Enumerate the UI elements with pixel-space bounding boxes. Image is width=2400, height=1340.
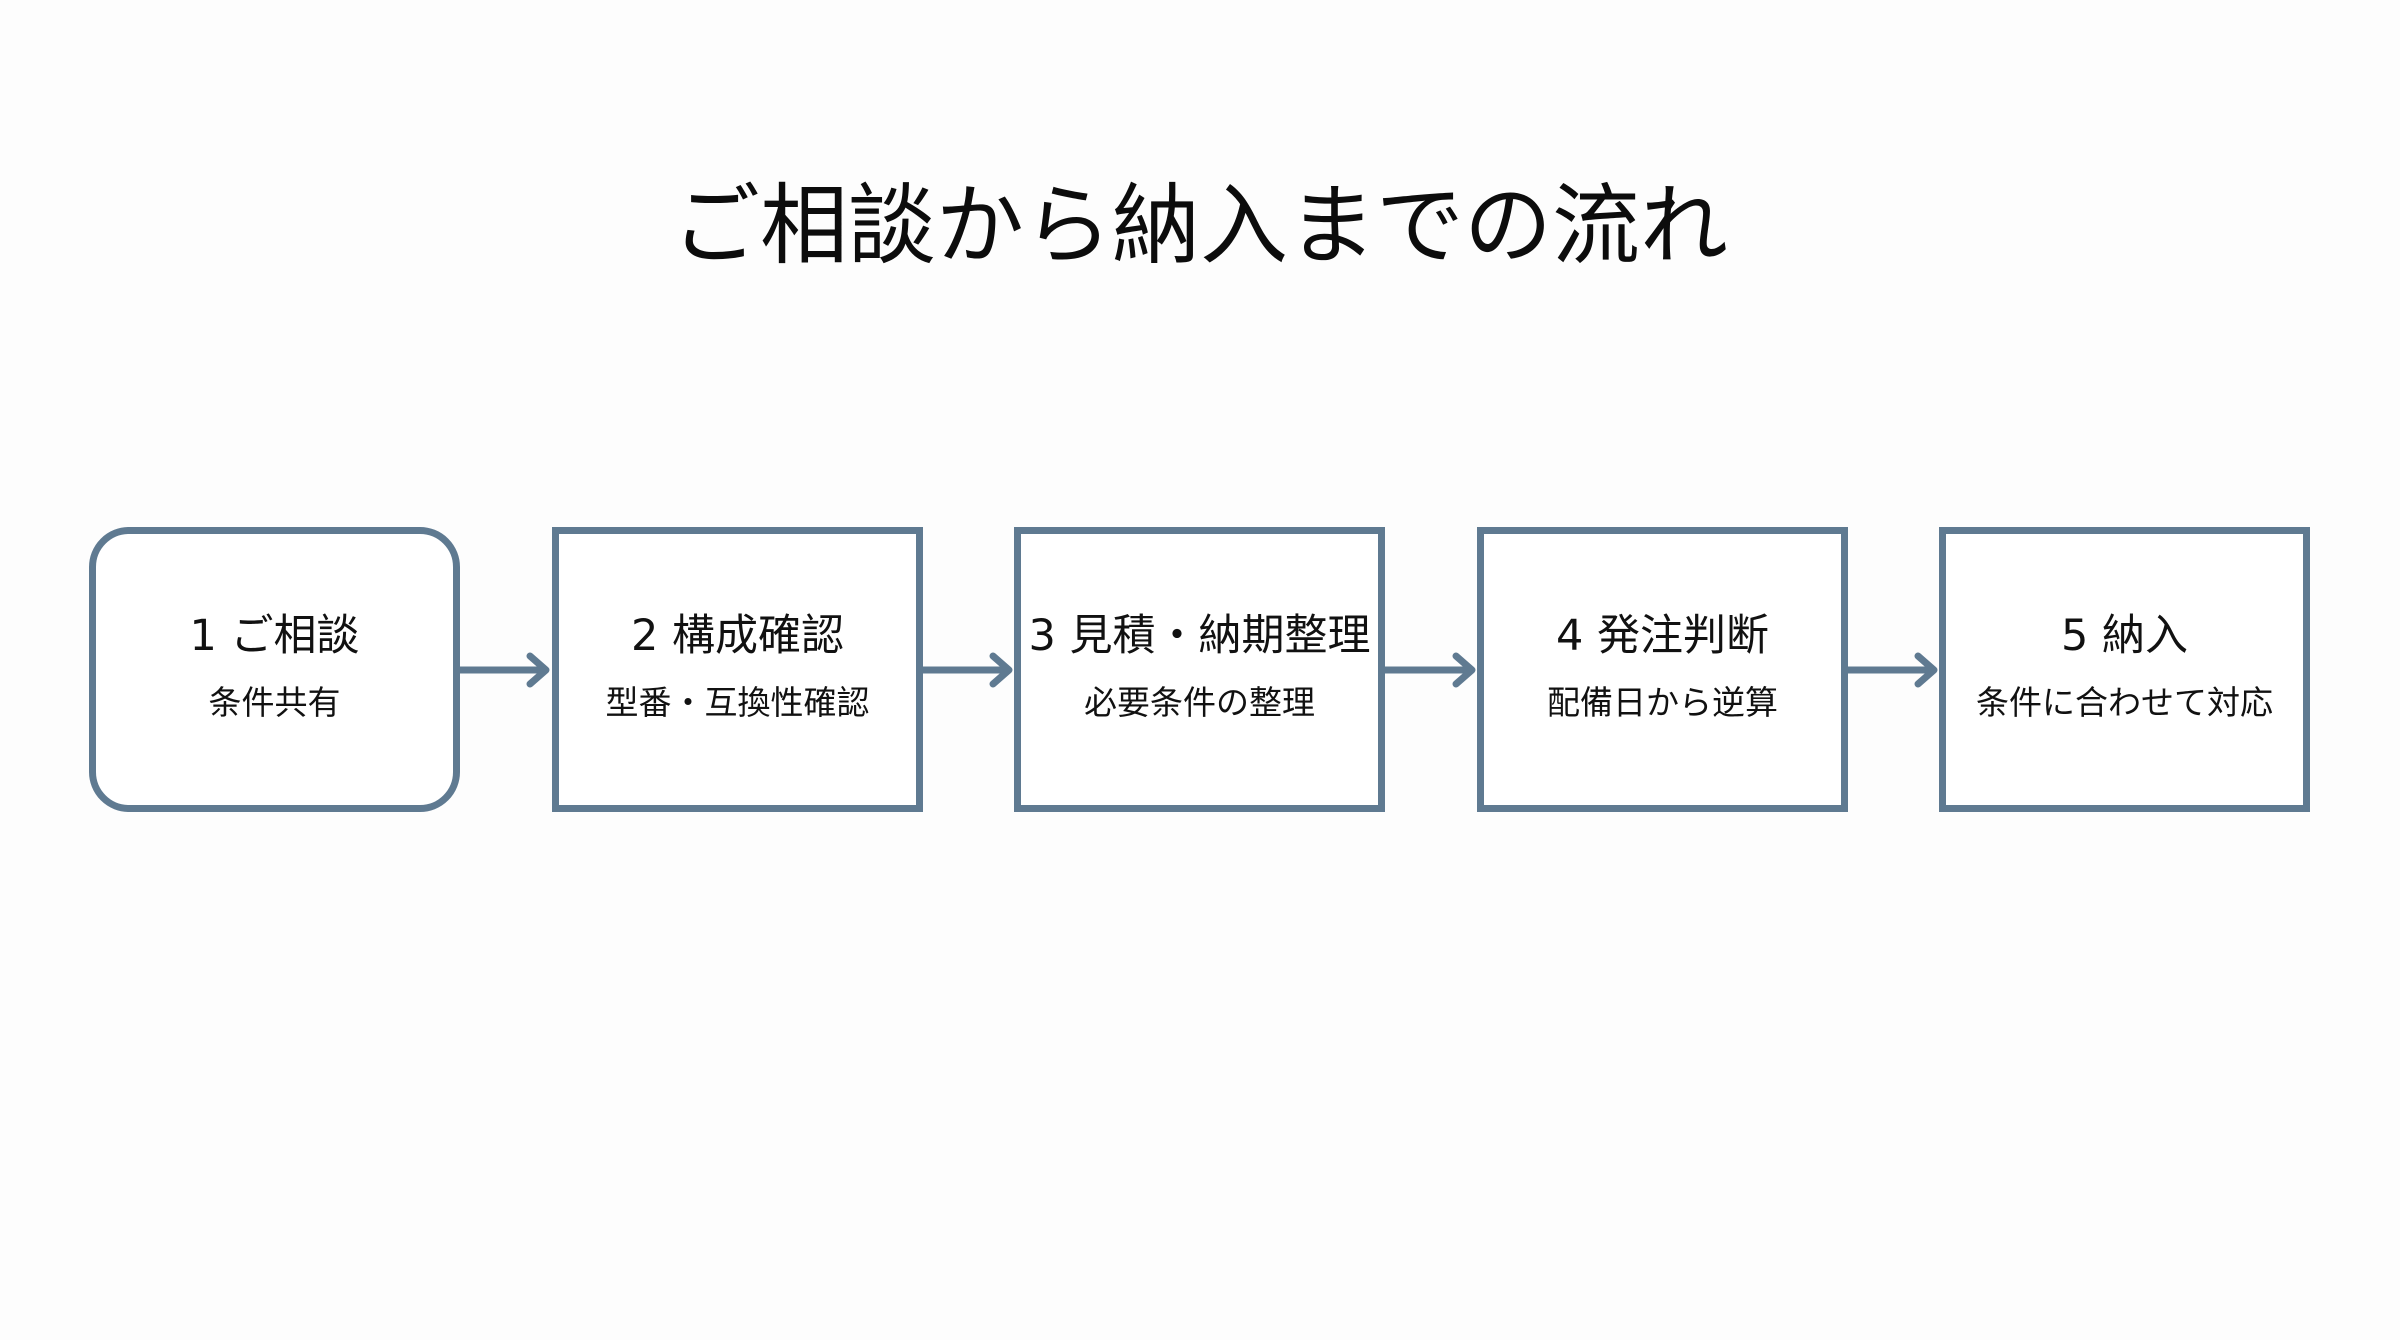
step-label: 2 構成確認 (630, 610, 845, 661)
flow-step-2-configuration-check: 2 構成確認 型番・互換性確認 (552, 527, 923, 812)
flow-step-3-quote-delivery: 3 見積・納期整理 必要条件の整理 (1014, 527, 1385, 812)
arrow-right-icon (1385, 652, 1476, 688)
page-title: ご相談から納入までの流れ (671, 173, 1728, 277)
step-label: 5 納入 (2060, 610, 2189, 661)
flow-step-1-consultation: 1 ご相談 条件共有 (89, 527, 460, 812)
step-label: 1 ご相談 (189, 610, 360, 661)
arrow-right-icon (460, 652, 550, 688)
arrow-right-icon (923, 652, 1013, 688)
step-description: 条件共有 (208, 682, 341, 722)
step-description: 配備日から逆算 (1547, 682, 1778, 722)
step-description: 条件に合わせて対応 (1976, 682, 2273, 722)
step-description: 型番・互換性確認 (605, 682, 870, 722)
step-label: 3 見積・納期整理 (1028, 610, 1371, 661)
flow-step-5-delivery: 5 納入 条件に合わせて対応 (1939, 527, 2310, 812)
arrow-right-icon (1848, 652, 1938, 688)
step-description: 必要条件の整理 (1084, 682, 1315, 722)
flow-step-4-order-decision: 4 発注判断 配備日から逆算 (1477, 527, 1848, 812)
step-label: 4 発注判断 (1555, 610, 1770, 661)
